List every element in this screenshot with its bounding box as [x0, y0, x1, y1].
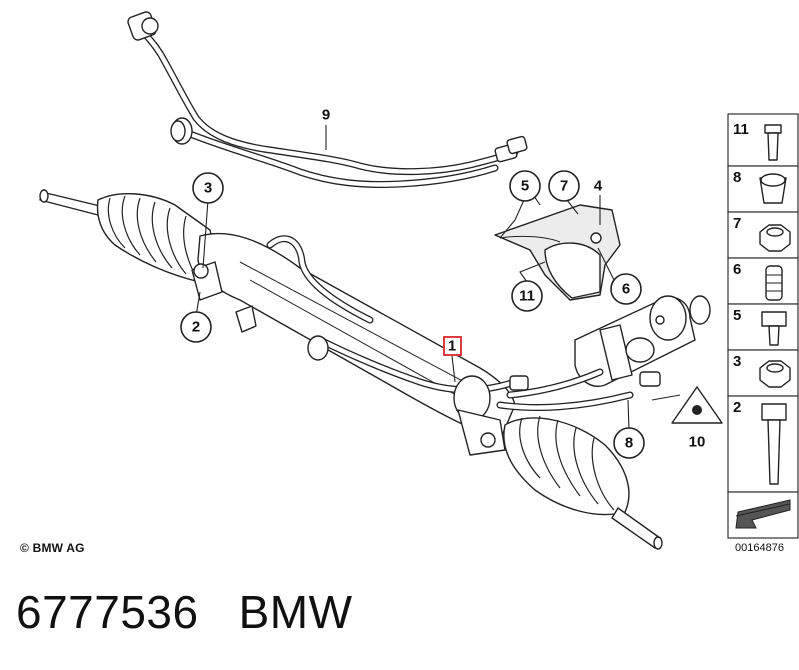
callout-4: 4	[594, 178, 603, 195]
callout-1-label: 1	[448, 338, 456, 355]
steering-rack	[39, 189, 711, 550]
callout-3: 3	[192, 172, 224, 204]
callout-3-label: 3	[204, 180, 212, 197]
callout-7: 7	[548, 170, 580, 202]
side-item-3: 3	[727, 349, 799, 397]
callout-9: 9	[322, 107, 330, 124]
heat-shield-4	[494, 204, 621, 301]
pipe-assembly-9	[127, 11, 528, 188]
side-item-6: 6	[727, 257, 799, 305]
side-item-7: 7	[727, 211, 799, 259]
side-item-2-label: 2	[733, 399, 741, 416]
side-item-11: 11	[727, 113, 799, 167]
diagram-id: 00164876	[735, 542, 784, 554]
side-item-8-label: 8	[733, 169, 741, 186]
side-item-11-label: 11	[733, 121, 749, 138]
callout-8-label: 8	[625, 435, 633, 452]
callout-2: 2	[180, 311, 212, 343]
callout-4-label: 4	[594, 178, 603, 195]
side-item-arrow	[727, 491, 799, 539]
callout-1: 1	[443, 336, 462, 356]
callout-6: 6	[610, 273, 642, 305]
callout-9-label: 9	[322, 107, 330, 124]
side-item-5: 5	[727, 303, 799, 351]
callout-7-label: 7	[560, 178, 568, 195]
callout-6-label: 6	[622, 281, 630, 298]
callout-8: 8	[613, 427, 645, 459]
side-panel: 11 8 7 6 5	[727, 113, 799, 539]
footer: 6777536 BMW	[16, 585, 393, 639]
callout-11: 11	[511, 280, 543, 312]
copyright-text: © BMW AG	[20, 541, 85, 555]
part-number: 6777536	[16, 586, 199, 638]
side-item-6-label: 6	[733, 261, 741, 278]
callout-5: 5	[509, 170, 541, 202]
callout-10: 10	[689, 434, 706, 451]
side-item-5-label: 5	[733, 307, 741, 324]
callout-5-label: 5	[521, 178, 529, 195]
brand-name: BMW	[238, 586, 353, 638]
callout-11-label: 11	[519, 288, 535, 305]
callout-10-label: 10	[689, 434, 706, 451]
side-item-3-label: 3	[733, 353, 741, 370]
side-item-7-label: 7	[733, 215, 741, 232]
side-item-8: 8	[727, 165, 799, 213]
callout-2-label: 2	[192, 319, 200, 336]
side-item-2: 2	[727, 395, 799, 493]
warning-symbol-10	[671, 386, 723, 424]
